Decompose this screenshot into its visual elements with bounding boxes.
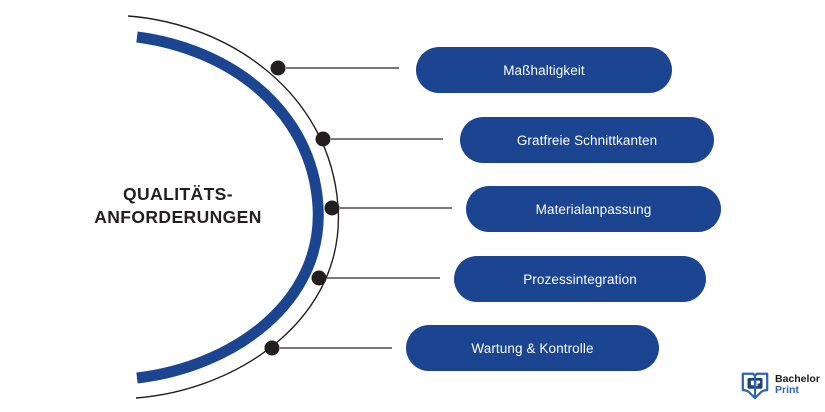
bachelorprint-wordmark: Bachelor Print bbox=[775, 372, 820, 396]
item-pill-label: Maßhaltigkeit bbox=[503, 62, 585, 78]
center-title: QUALITÄTS- ANFORDERUNGEN bbox=[94, 184, 262, 228]
node-dot-5[interactable] bbox=[264, 340, 280, 356]
item-pill-massshaltigkeit[interactable]: Maßhaltigkeit bbox=[416, 47, 672, 93]
node-dot-4[interactable] bbox=[311, 270, 327, 286]
inner-arc-blue bbox=[136, 31, 324, 384]
node-dot-1[interactable] bbox=[270, 60, 286, 76]
item-pill-label: Gratfreie Schnittkanten bbox=[516, 132, 658, 148]
item-pill-materialanpassung[interactable]: Materialanpassung bbox=[466, 186, 721, 232]
item-pill-label: Prozessintegration bbox=[523, 271, 637, 287]
item-pill-prozessintegration[interactable]: Prozessintegration bbox=[454, 256, 706, 302]
node-dot-3[interactable] bbox=[324, 200, 340, 216]
node-dot-2[interactable] bbox=[315, 131, 331, 147]
item-pill-wartung-kontrolle[interactable]: Wartung & Kontrolle bbox=[406, 325, 659, 371]
logo-line-print: Print bbox=[775, 384, 799, 396]
bachelorprint-shield-icon bbox=[741, 372, 769, 400]
item-pill-label: Wartung & Kontrolle bbox=[471, 340, 594, 356]
item-pill-gratfreie-schnittkanten[interactable]: Gratfreie Schnittkanten bbox=[460, 117, 714, 163]
logo-line-bachelor: Bachelor bbox=[775, 372, 820, 385]
item-pill-label: Materialanpassung bbox=[535, 201, 652, 217]
bachelorprint-logo[interactable]: Bachelor Print bbox=[740, 367, 820, 403]
